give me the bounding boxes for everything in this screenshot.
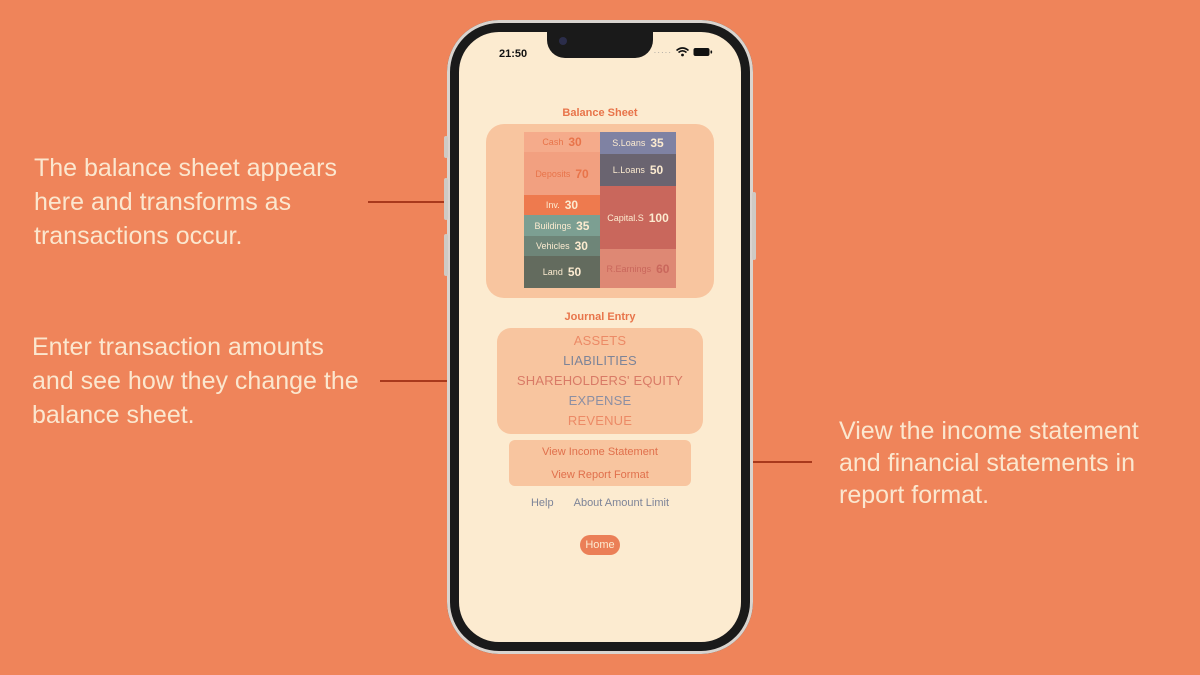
cell-label: Vehicles [536,241,570,251]
equity-retained-earnings[interactable]: R.Earnings 60 [600,249,676,288]
cell-label: S.Loans [612,138,646,148]
journal-expense-button[interactable]: EXPENSE [568,393,632,408]
cell-value: 30 [564,198,579,212]
assets-column: Cash 30 Deposits 70 Inv. 30 Buildings 35 Veh… [524,132,600,288]
asset-land[interactable]: Land 50 [524,256,600,288]
notch [547,32,653,58]
cell-value: 50 [649,163,664,177]
liabilities-equity-column: S.Loans 35 L.Loans 50 Capital.S 100 R.Earni… [600,132,676,288]
cell-label: Land [542,267,563,277]
cell-value: 30 [568,135,582,149]
cell-label: Cash [542,137,564,147]
asset-vehicles[interactable]: Vehicles 30 [524,236,600,256]
status-time: 21:50 [499,48,528,60]
phone-side-button [444,136,448,158]
callout-journal-entry: Enter transaction amounts and see how th… [32,333,359,429]
phone-side-button [444,178,448,220]
cell-value: 35 [650,136,664,150]
cell-label: Inv. [545,200,560,210]
cell-value: 60 [656,261,670,276]
journal-equity-button[interactable]: SHAREHOLDERS' EQUITY [516,373,684,388]
about-amount-limit-link[interactable]: About Amount Limit [573,497,669,509]
signal-dots-icon: ····· [653,47,672,57]
asset-buildings[interactable]: Buildings 35 [524,215,600,236]
wifi-icon [676,47,689,57]
liability-long-loans[interactable]: L.Loans 50 [600,154,676,186]
view-income-statement-button[interactable]: View Income Statement [542,445,658,458]
journal-entry-panel: ASSETS LIABILITIES SHAREHOLDERS' EQUITY … [497,328,703,434]
callout-balance-sheet: The balance sheet appears here and trans… [34,154,337,250]
cell-value: 50 [567,265,582,279]
cell-label: R.Earnings [606,263,652,274]
liability-short-loans[interactable]: S.Loans 35 [600,132,676,154]
asset-inventory[interactable]: Inv. 30 [524,195,600,215]
home-button[interactable]: Home [580,535,620,555]
callout-income-statement: View the income statement and financial … [839,417,1139,509]
footer-links: Help About Amount Limit [459,497,741,509]
asset-deposits[interactable]: Deposits 70 [524,152,600,195]
cell-value: 35 [576,218,590,233]
cell-label: Buildings [534,220,572,231]
battery-icon [693,48,713,56]
view-report-format-button[interactable]: View Report Format [551,468,649,481]
status-icons: ····· [654,47,713,57]
cell-value: 100 [648,210,669,225]
view-statements-panel: View Income Statement View Report Format [509,440,691,486]
cell-label: L.Loans [612,165,645,175]
asset-cash[interactable]: Cash 30 [524,132,600,152]
phone-side-button [752,192,756,260]
cell-value: 30 [574,239,588,253]
cell-label: Capital.S [607,212,644,223]
journal-assets-button[interactable]: ASSETS [573,333,627,348]
balance-sheet-panel: Cash 30 Deposits 70 Inv. 30 Buildings 35 Veh… [486,124,714,298]
journal-entry-title: Journal Entry [564,311,636,323]
cell-label: Deposits [535,168,571,179]
equity-capital-stock[interactable]: Capital.S 100 [600,186,676,249]
balance-sheet-title: Balance Sheet [562,107,638,119]
help-link[interactable]: Help [530,497,554,509]
phone-side-button [444,234,448,276]
journal-liabilities-button[interactable]: LIABILITIES [563,353,637,368]
camera-icon [559,37,567,45]
phone-screen: 21:50 ····· Balance Sheet Cash 30 Deposit… [459,32,741,642]
journal-revenue-button[interactable]: REVENUE [567,413,633,428]
cell-value: 70 [575,166,589,181]
